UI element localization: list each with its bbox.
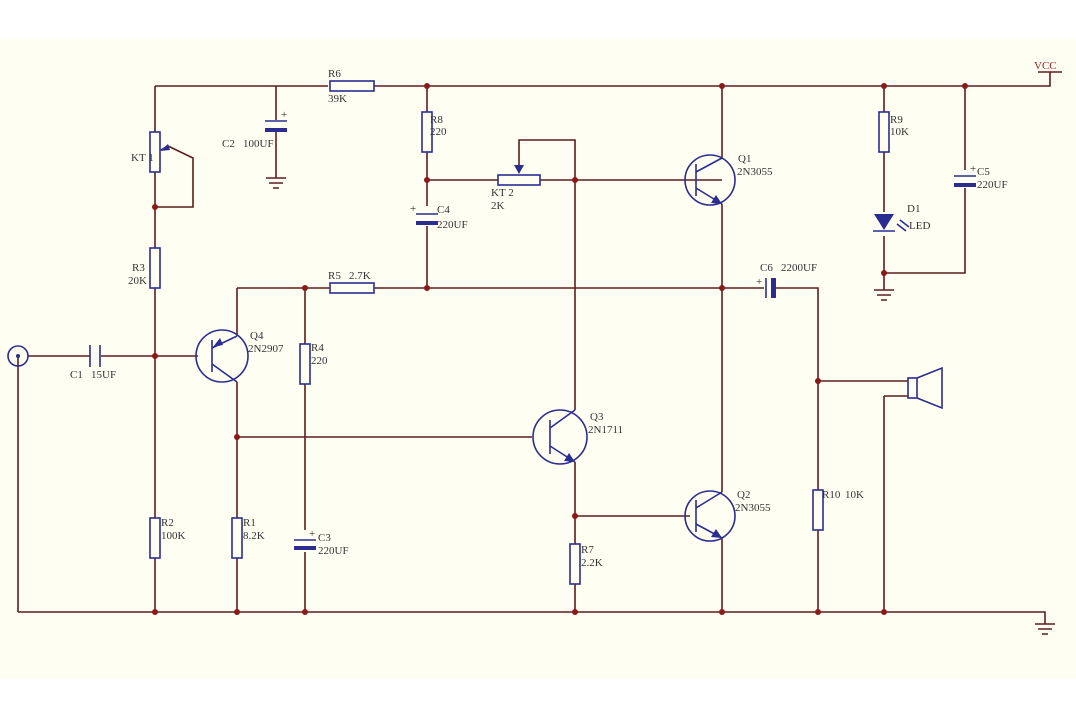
c2-plus: + [281,109,287,121]
schematic-paper [0,38,1076,678]
c5-value: 220UF [977,179,1008,191]
r4-ref: R4 [311,342,324,354]
ground-c2-icon [266,177,286,189]
r6-value: 39K [328,93,347,105]
resistor-r3: R3 20K [128,247,161,289]
speaker-icon [907,366,943,410]
c1-ref: C1 [70,369,83,381]
q4-value: 2N2907 [248,343,284,355]
junction-dots [152,83,968,615]
r2-value: 100K [161,530,186,542]
d1-ref: D1 [907,203,920,215]
r4-value: 220 [311,355,328,367]
transistor-q4: Q4 2N2907 [195,329,284,383]
c2-value: 100UF [243,138,274,150]
capacitor-c4: + C4 220UF [410,203,468,231]
c6-value: 2200UF [781,262,817,274]
c3-plus: + [309,528,315,540]
transistor-q2: Q2 2N3055 [684,489,771,542]
c4-ref: C4 [437,204,450,216]
resistor-r8: R8 220 [421,111,447,153]
r5-ref: R5 [328,270,341,282]
resistor-r4: R4 220 [299,342,328,385]
r9-ref: R9 [890,114,903,126]
resistor-r9: R9 10K [878,111,909,153]
d1-value: LED [909,220,930,232]
resistor-r5: R5 2.7K [328,270,375,294]
ground-led-icon [874,289,894,301]
resistor-r10: R10 10K [812,489,864,531]
c3-value: 220UF [318,545,349,557]
capacitor-c2: + C2 100UF [222,109,287,150]
resistor-r1: R1 8.2K [231,517,265,559]
potentiometer-kt1: KT 1 [131,131,170,173]
transistor-q1: Q1 2N3055 [684,153,773,206]
r9-value: 10K [890,126,909,138]
q3-value: 2N1711 [588,424,623,436]
c5-ref: C5 [977,166,990,178]
q3-ref: Q3 [590,411,604,423]
q4-ref: Q4 [250,330,264,342]
capacitor-c1: C1 15UF [70,345,116,381]
r8-value: 220 [430,126,447,138]
input-jack-icon [7,345,29,367]
r1-value: 8.2K [243,530,265,542]
r10-ref: R10 [822,489,841,501]
c4-plus: + [410,203,416,215]
r5-value: 2.7K [349,270,371,282]
potentiometer-kt2: KT 2 2K [491,165,541,212]
q1-ref: Q1 [738,153,751,165]
r1-ref: R1 [243,517,256,529]
capacitor-c5: + C5 220UF [954,163,1008,191]
kt2-value: 2K [491,200,505,212]
r3-value: 20K [128,275,147,287]
c2-ref: C2 [222,138,235,150]
ground-main-icon [1035,623,1055,635]
r7-ref: R7 [581,544,594,556]
r8-ref: R8 [430,114,443,126]
r2-ref: R2 [161,517,174,529]
capacitor-c3: + C3 220UF [294,528,349,557]
led-d1: D1 LED [873,203,930,232]
c6-plus: + [756,276,762,288]
r6-ref: R6 [328,68,341,80]
vcc-terminal: VCC [1034,60,1062,73]
q2-ref: Q2 [737,489,750,501]
resistor-r7: R7 2.2K [569,543,603,585]
kt2-ref: KT 2 [491,187,514,199]
kt1-ref: KT 1 [131,152,154,164]
resistor-r6: R6 39K [328,68,375,105]
c1-value: 15UF [91,369,116,381]
vcc-label: VCC [1034,60,1057,72]
q1-value: 2N3055 [737,166,773,178]
c4-value: 220UF [437,219,468,231]
transistor-q3: Q3 2N1711 [532,409,623,465]
r3-ref: R3 [132,262,145,274]
capacitor-c6: + C6 2200UF [756,262,817,298]
c3-ref: C3 [318,532,331,544]
c6-ref: C6 [760,262,773,274]
r10-value: 10K [845,489,864,501]
r7-value: 2.2K [581,557,603,569]
resistor-r2: R2 100K [149,517,186,559]
q2-value: 2N3055 [735,502,771,514]
c5-plus: + [970,163,976,175]
wires [17,72,1051,624]
